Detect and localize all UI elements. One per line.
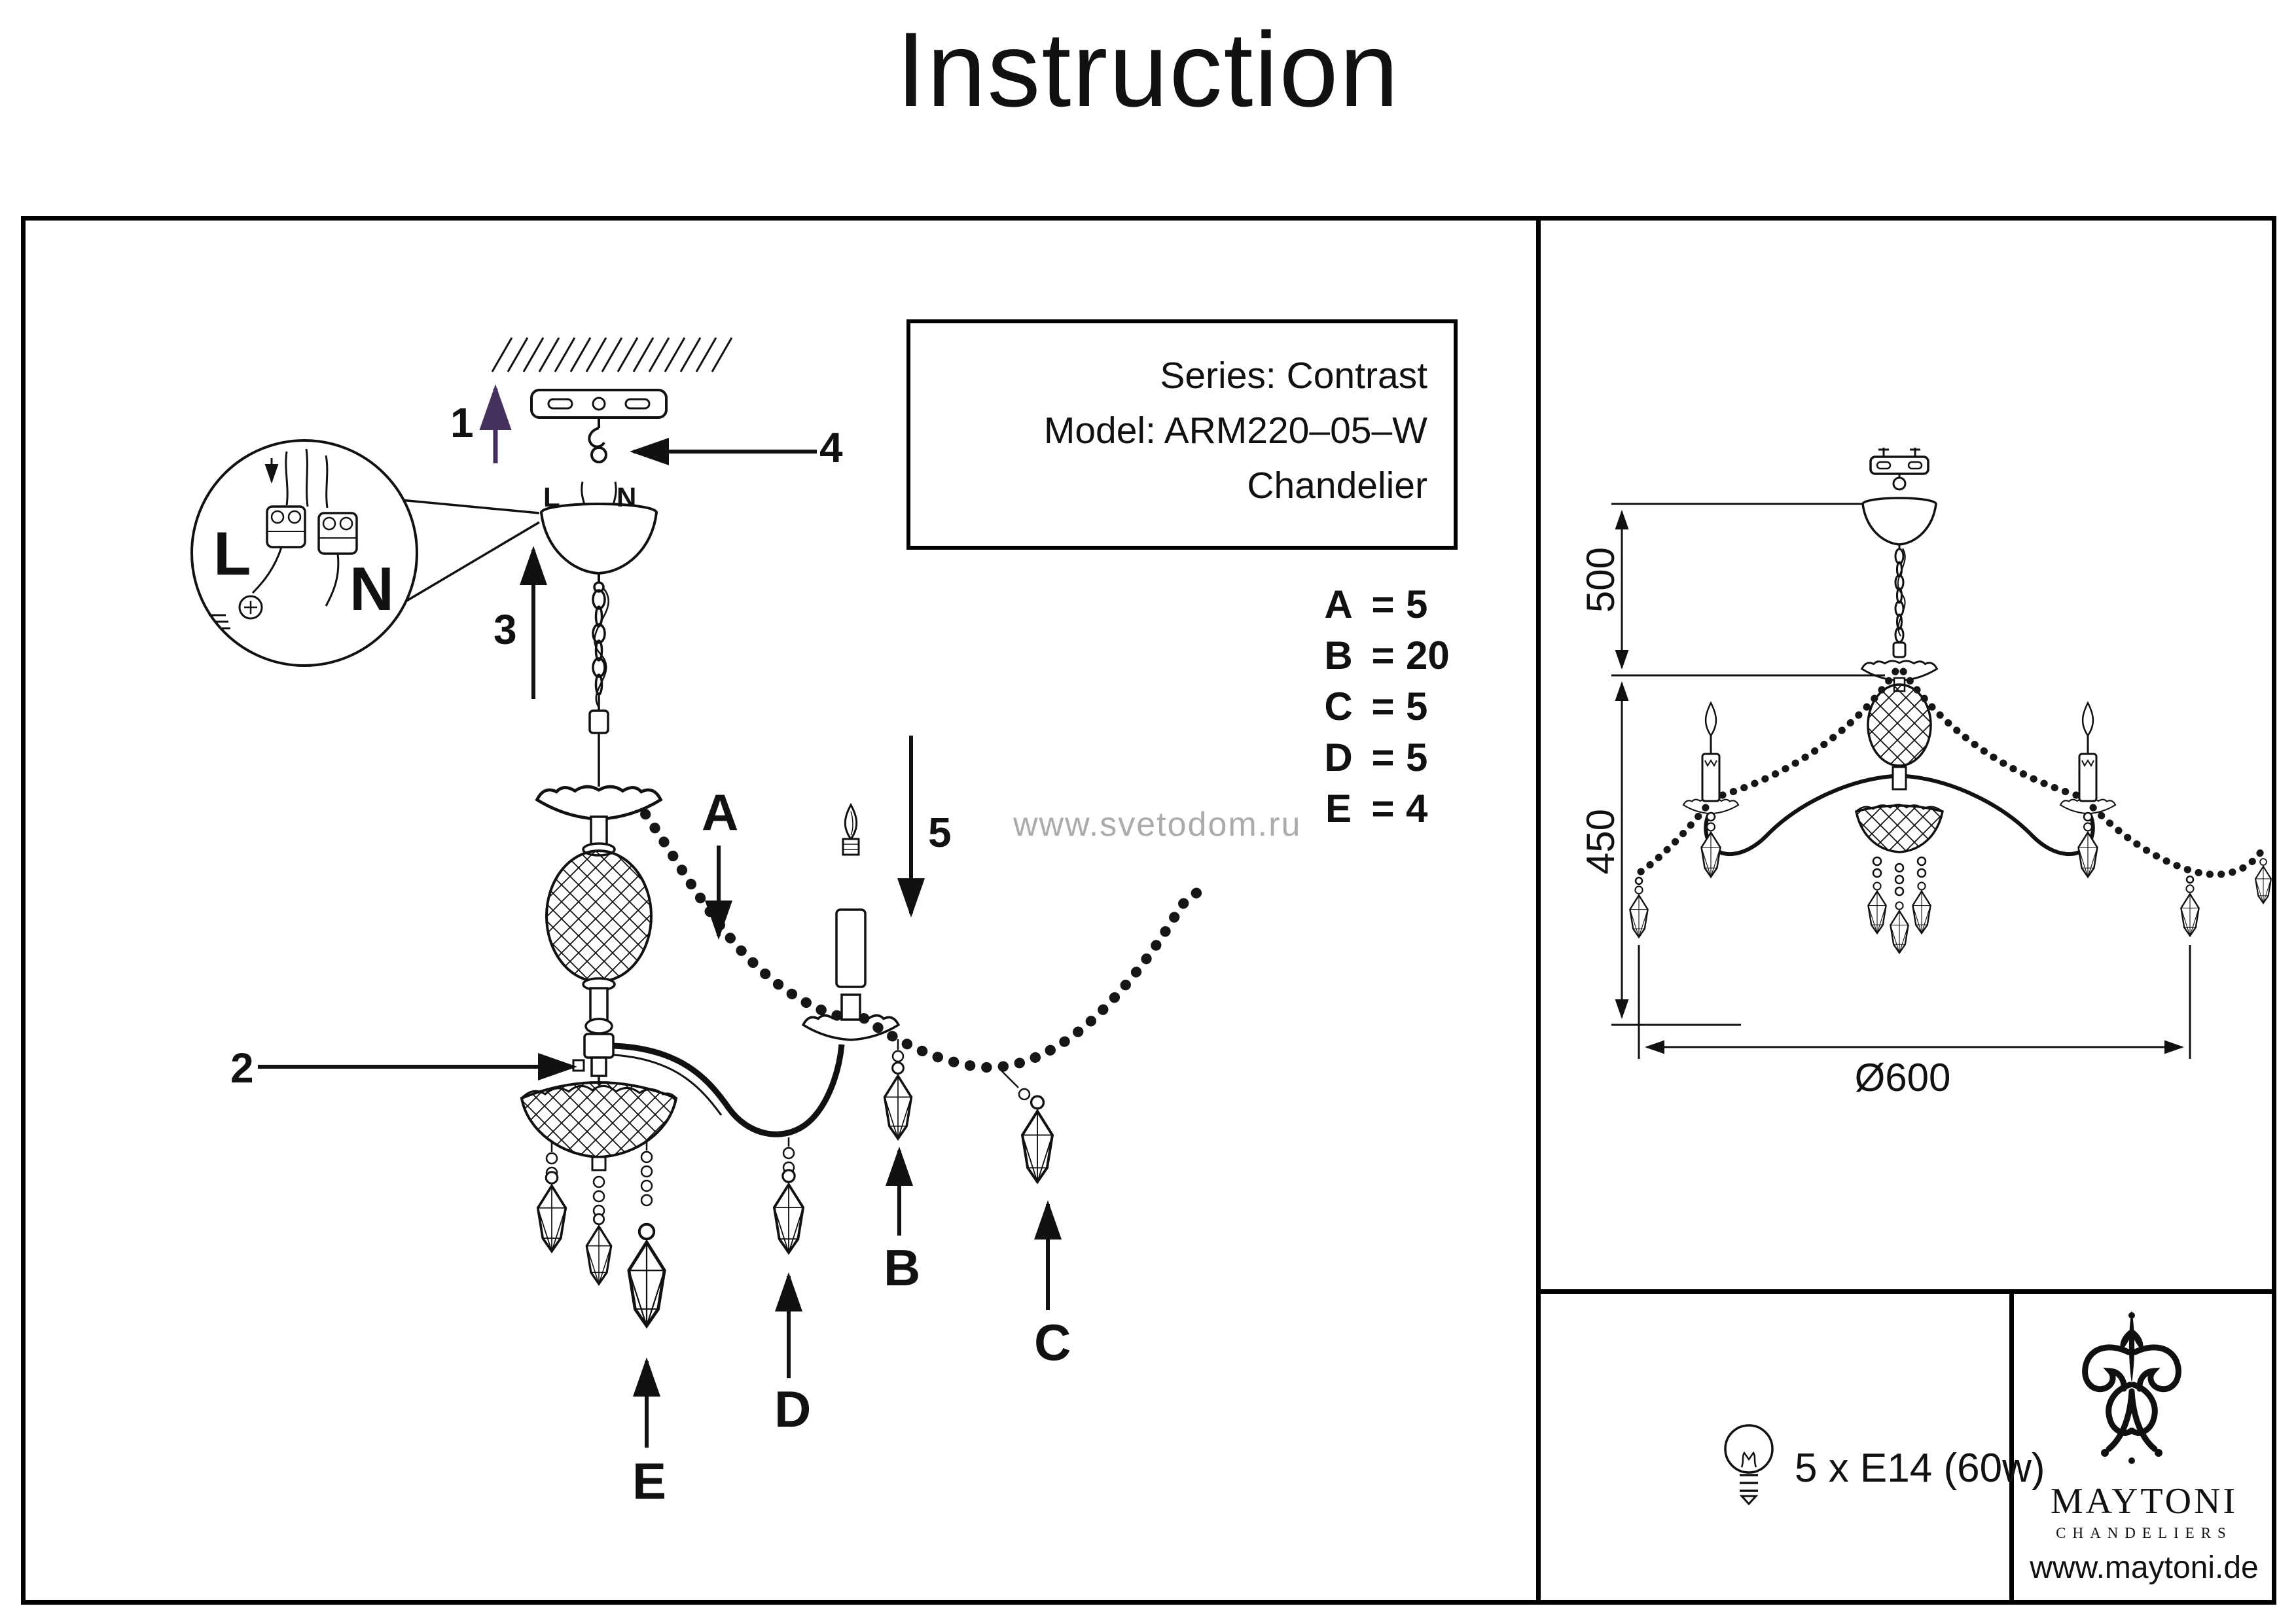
callout-step-5: 5 [928,809,952,856]
dim-bracket [1869,448,1929,491]
part-qty: 5 [1406,684,1428,728]
callout-step-4: 4 [819,424,843,471]
parts-list: A=5 B=20 C=5 D=5 E=4 [1317,579,1491,834]
main-frame [21,216,2276,1605]
ceiling-hatch [491,337,733,372]
watermark-text: www.svetodom.ru [1013,806,1302,844]
dim-arms [1704,774,2095,857]
bead-strand-a1 [640,809,843,1021]
stem-upper [537,787,661,1035]
callout-part-c: C [1034,1313,1071,1371]
page-title: Instruction [896,10,1400,129]
dimension-lines [1611,503,2191,1059]
lower-bowl [520,1080,678,1171]
model-line: Model: ARM220–05–W [1043,410,1427,452]
ceiling-hook [588,418,607,463]
dim-drops [1629,812,2272,954]
lamp-spec-text: 5 x E14 (60w) [1795,1446,2045,1491]
equals-sign: = [1371,633,1395,677]
model-info-box: Series: Contrast Model: ARM220–05–W Chan… [906,319,1458,550]
part-qty: 5 [1406,735,1428,779]
wiring-detail-bubble [190,439,540,667]
dim-swags [1635,668,2267,878]
part-qty: 4 [1406,786,1428,830]
canopy-neutral-label: N [617,482,637,512]
dim-canopy [1861,497,1937,546]
canopy [540,481,658,593]
parts-row-c: C =5 [1317,681,1491,732]
bead-strand-a2 [859,886,1217,1073]
bowl-pendants [536,1141,664,1326]
dimension-500: 500 [1579,546,1623,613]
brand-tagline: CHANDELIERS [2056,1525,2233,1541]
part-letter: C [1324,684,1353,728]
chandelier-arm [613,1043,845,1137]
canopy-live-label: L [543,482,560,512]
equals-sign: = [1371,684,1395,728]
callout-part-a: A [702,783,739,841]
brand-name: MAYTONI [2050,1481,2238,1522]
suspension-chain [588,588,609,787]
part-qty: 5 [1406,582,1428,626]
horizontal-divider [1541,1289,2276,1294]
parts-row-d: D =5 [1317,732,1491,783]
parts-row-a: A =5 [1317,579,1491,630]
brand-website: www.maytoni.de [2030,1550,2259,1585]
mounting-bracket [530,389,668,419]
callout-step-2: 2 [230,1044,254,1092]
pendant-d [772,1137,805,1254]
assembly-diagram [190,337,1217,1448]
dim-body [1854,660,1945,853]
part-letter: A [1324,582,1353,626]
pendant-c [1001,1070,1052,1182]
light-bulb-icon [1724,1424,1774,1506]
equals-sign: = [1371,786,1395,830]
dimension-diagram [1611,448,2272,1059]
equals-sign: = [1371,735,1395,779]
wiring-live-label: L [213,519,251,588]
dim-chain [1892,544,1907,658]
part-qty: 20 [1406,633,1450,677]
callout-step-1: 1 [450,399,474,446]
part-letter: B [1324,633,1353,677]
callout-part-b: B [884,1239,921,1296]
pendant-b [883,1039,913,1140]
type-line: Chandelier [1247,465,1427,507]
step-arrows [258,384,1062,1448]
maytoni-ornament-icon [2082,1310,2181,1464]
part-letter: D [1324,735,1353,779]
dim-candles [1682,701,2117,815]
dimension-450: 450 [1579,808,1623,875]
candle-socket [802,804,900,1041]
footer-divider [2009,1294,2014,1605]
parts-row-b: B =20 [1317,630,1491,681]
callout-part-d: D [774,1380,812,1438]
parts-row-e: E =4 [1317,783,1491,834]
arm-hub [572,1033,615,1085]
dimension-diameter-600: Ø600 [1854,1056,1951,1099]
callout-part-e: E [632,1452,667,1510]
equals-sign: = [1371,582,1395,626]
wiring-neutral-label: N [350,554,394,623]
callout-step-3: 3 [493,606,517,653]
vertical-divider [1536,216,1541,1605]
series-line: Series: Contrast [1160,355,1427,397]
part-letter: E [1325,786,1352,830]
